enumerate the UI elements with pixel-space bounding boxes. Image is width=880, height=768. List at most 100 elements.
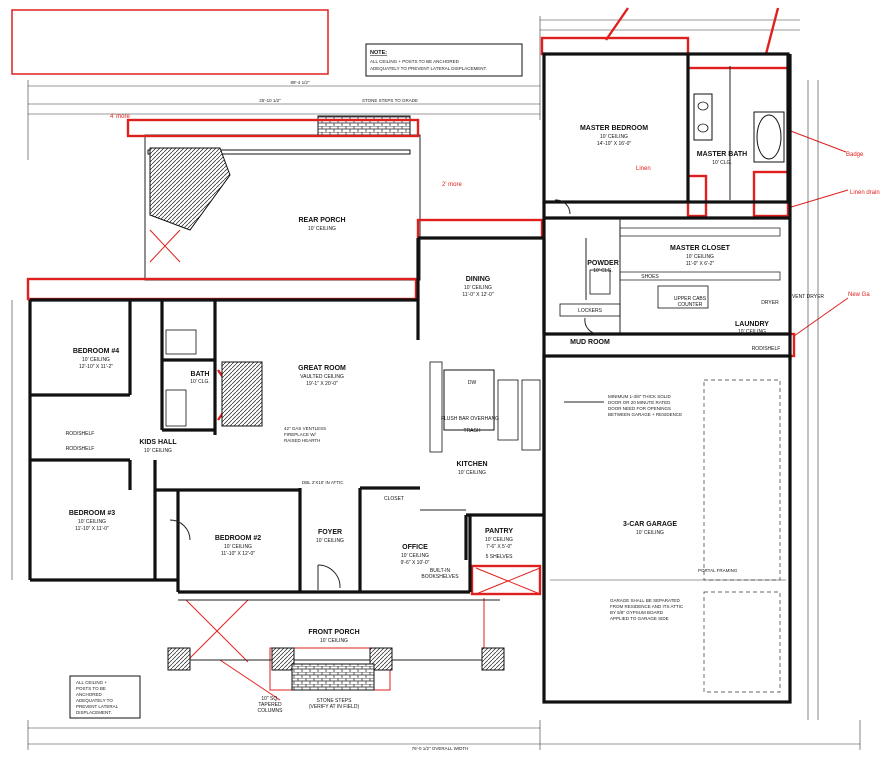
flush-bar-label: FLUSH BAR OVERHANG	[441, 416, 499, 422]
master-closet-name: MASTER CLOSET	[670, 245, 731, 252]
front-porch	[167, 599, 505, 691]
red-note-4-more: 4' more	[110, 114, 130, 120]
closet-label: CLOSET	[384, 496, 404, 502]
bottom-note-line4: ADEQUATELY TO	[76, 698, 113, 703]
kitchen-ceiling: 10' CEILING	[458, 470, 486, 476]
master-bedroom-ceiling: 10' CEILING	[600, 134, 628, 140]
pantry-ceiling: 10' CEILING	[485, 537, 513, 543]
shoes-label: SHOES	[641, 274, 659, 280]
master-wing-walls	[542, 52, 792, 360]
bedroom4-ceiling: 10' CEILING	[82, 357, 110, 363]
pantry-shelves: 5 SHELVES	[486, 554, 514, 560]
master-bedroom-size: 14'-10" X 16'-0"	[597, 141, 632, 147]
fireplace-note-1: 42" GAS VENTLESS	[284, 426, 326, 431]
note-box-line2: ADEQUATELY TO PREVENT LATERAL DISPLACEME…	[370, 66, 487, 71]
overall-width-label: 76'-0 1/2" OVERALL WIDTH	[412, 746, 469, 751]
laundry-name: LAUNDRY	[735, 321, 769, 328]
bottom-note-box	[69, 675, 141, 719]
bottom-note-line1: ALL CEILING +	[76, 680, 107, 685]
dbl-attic-label: DBL 2'X10' IN ATTIC	[302, 480, 344, 485]
garage-note-3: BY 5/8" GYPSUM BOARD	[610, 610, 664, 615]
red-leader-gas	[793, 297, 849, 337]
bookshelves-label: BOOKSHELVES	[421, 574, 459, 580]
bedroom3-ceiling: 10' CEILING	[78, 519, 106, 525]
tapered-column-label: 10" SQ.	[261, 696, 278, 702]
counter-label: COUNTER	[678, 302, 703, 308]
trash-label: TRASH	[464, 428, 481, 434]
lockers-label: LOCKERS	[578, 308, 603, 314]
foyer-name: FOYER	[318, 529, 342, 536]
rear-porch-beam	[147, 149, 411, 155]
garage-note-4: APPLIED TO GARAGE SIDE	[610, 616, 669, 621]
red-note-linen-drain: Linen drain	[850, 190, 880, 196]
garage-name: 3-CAR GARAGE	[623, 521, 677, 528]
door-note-4: BETWEEN GARAGE + RESIDENCE	[608, 412, 682, 417]
note-box	[365, 43, 523, 77]
great-room-name: GREAT ROOM	[298, 365, 346, 372]
bedroom2-name: BEDROOM #2	[215, 535, 261, 542]
garage-ceiling: 10' CEILING	[636, 530, 664, 536]
bath-ceiling: 10' CLG.	[190, 379, 210, 385]
bottom-note-line3: ANCHORED	[76, 692, 103, 697]
pantry-size: 7'-6" X 5'-0"	[486, 544, 512, 550]
powder-ceiling: 10' CLG.	[593, 268, 613, 274]
built-in-label: BUILT-IN	[430, 568, 451, 574]
main-house-walls	[28, 199, 601, 600]
mud-room-name: MUD ROOM	[570, 339, 610, 346]
master-bath-name: MASTER BATH	[697, 151, 747, 158]
portal-framing-label: PORTAL FRAMING	[698, 568, 738, 573]
rear-porch-ceiling: 10' CEILING	[308, 226, 336, 232]
master-closet-ceiling: 10' CEILING	[686, 254, 714, 260]
bottom-note-line6: DISPLACEMENT.	[76, 710, 112, 715]
note-box-line1: ALL CEILING + POSTS TO BE ANCHORED	[370, 59, 460, 64]
stone-steps-top-label: STONE STEPS TO GRADE	[362, 98, 418, 103]
fireplace-note-3: RAISED HEARTH	[284, 438, 320, 443]
red-note-linen: Linen	[636, 166, 651, 172]
office-ceiling: 10' CEILING	[401, 553, 429, 559]
front-porch-name: FRONT PORCH	[308, 629, 359, 636]
garage-walls	[542, 354, 792, 704]
bath-name: BATH	[191, 371, 210, 378]
tapered-column-label2: TAPERED	[258, 702, 282, 708]
bottom-note-line2: POSTS TO BE	[76, 686, 106, 691]
kids-hall-ceiling: 10' CEILING	[144, 448, 172, 454]
master-bath-ceiling: 10' CLG.	[712, 160, 732, 166]
master-bedroom-name: MASTER BEDROOM	[580, 125, 648, 132]
outdoor-fireplace	[149, 147, 231, 231]
laundry-ceiling: 10' CEILING	[738, 329, 766, 335]
garage-note-1: GARAGE SHALL BE SEPARATED	[610, 598, 680, 603]
great-room-size: 19'-1" X 20'-0"	[306, 381, 338, 387]
door-note-2: DOOR OR 20 MINUTE RATED	[608, 400, 671, 405]
red-note-badge: Badge	[846, 152, 864, 158]
door-note-3: DOOR NEED FOR OPENINGS	[608, 406, 671, 411]
rod-shelf-laundry: ROD/SHELF	[752, 346, 781, 352]
dining-name: DINING	[466, 276, 491, 283]
master-closet-size: 11'-0" X 6'-2"	[686, 261, 715, 267]
bedroom3-size: 11'-10" X 11'-0"	[75, 526, 109, 532]
bedroom3-name: BEDROOM #3	[69, 510, 115, 517]
office-size: 9'-6" X 10'-0"	[401, 560, 430, 566]
bedroom2-size: 11'-10" X 12'-0"	[221, 551, 255, 557]
bottom-note-line5: PREVENT LATERAL	[76, 704, 119, 709]
rear-porch-name: REAR PORCH	[298, 217, 345, 224]
upper-cabs-label: UPPER CABS	[674, 296, 707, 302]
top-overall-dimension: 89'-4 1/2"	[291, 80, 310, 85]
pantry-name: PANTRY	[485, 528, 513, 535]
bedroom4-name: BEDROOM #4	[73, 348, 119, 355]
foyer-ceiling: 10' CEILING	[316, 538, 344, 544]
rod-shelf-bed3: ROD/SHELF	[66, 446, 95, 452]
bottom-dimension-lines	[11, 80, 861, 750]
stone-steps-bottom-label: STONE STEPS	[317, 698, 353, 704]
red-note-new-gas: New Ga	[848, 292, 870, 298]
fireplace-note-2: FIREPLACE W/	[284, 432, 317, 437]
bedroom2-ceiling: 10' CEILING	[224, 544, 252, 550]
garage-note-2: FROM RESIDENCE AND ITS ATTIC	[610, 604, 684, 609]
dryer-label: DRYER	[761, 300, 779, 306]
title-block-frame	[11, 9, 329, 75]
front-porch-ceiling: 10' CEILING	[320, 638, 348, 644]
top-dimension: 25'-10 1/2"	[259, 98, 281, 103]
bedroom4-size: 12'-10" X 11'-2"	[79, 364, 113, 370]
kids-hall-name: KIDS HALL	[139, 439, 177, 446]
tapered-column-label3: COLUMNS	[257, 708, 283, 714]
